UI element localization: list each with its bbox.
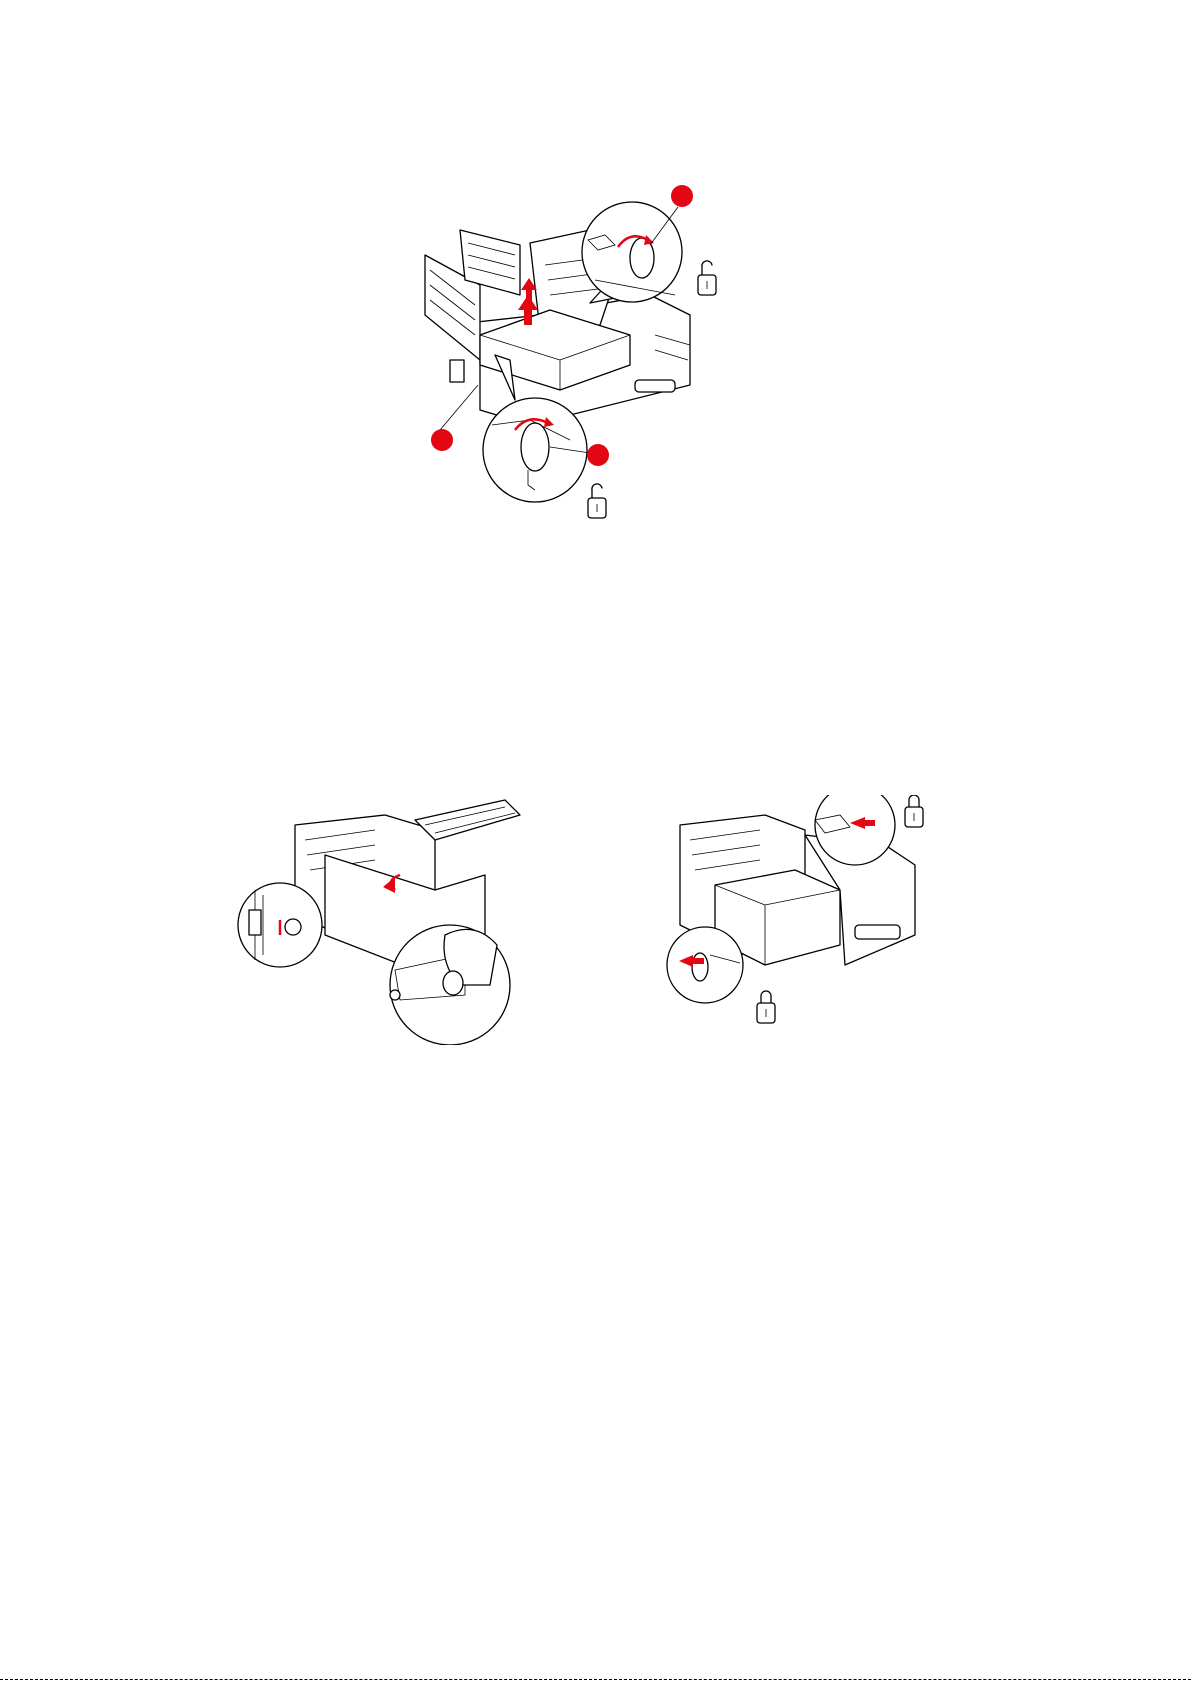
unlock-icon — [698, 261, 716, 295]
unlock-icon — [588, 484, 606, 518]
lock-belt-figure — [665, 795, 930, 1030]
lock-icon — [757, 991, 775, 1023]
callout-left — [431, 429, 453, 451]
magnifier-bottom — [667, 927, 743, 1003]
lock-icon — [905, 795, 923, 827]
footer-rule — [0, 1679, 1191, 1680]
remove-belt-figure — [420, 185, 780, 550]
insert-belt-figure — [235, 795, 565, 1045]
magnifier-top-right — [582, 202, 682, 303]
magnifier-left — [238, 883, 322, 967]
callout-bottom-right — [587, 444, 609, 466]
magnifier-hand — [390, 925, 510, 1045]
callout-top-right — [671, 185, 693, 207]
